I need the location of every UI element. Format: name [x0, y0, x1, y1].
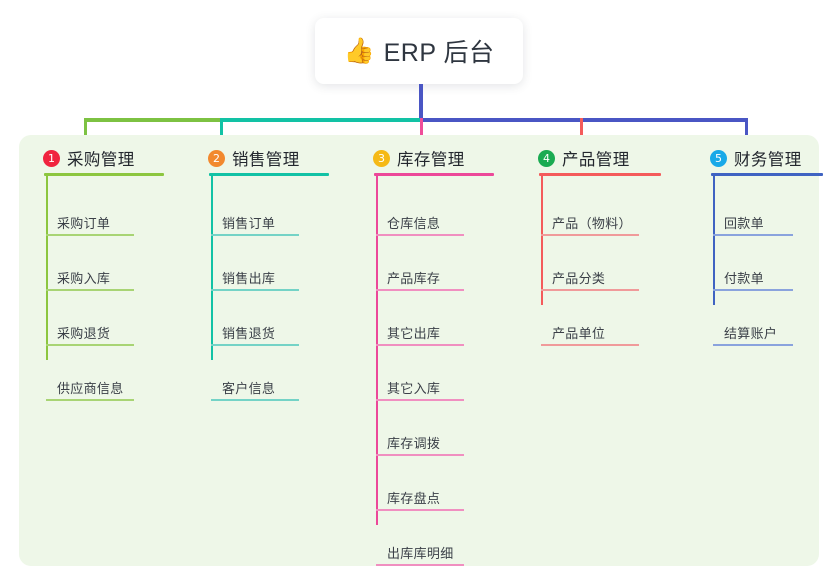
leaf-rule	[376, 344, 464, 346]
branch-title-inventory: 库存管理	[397, 151, 465, 169]
leaf-rule	[541, 234, 639, 236]
branch-badge-purchase: 1	[43, 149, 60, 167]
branch-column-sales: 2 销售管理销售订单销售出库销售退货客户信息	[190, 0, 329, 588]
leaf-label[interactable]: 回款单	[724, 216, 764, 231]
leaf-rule	[713, 289, 793, 291]
bar-teal	[220, 118, 420, 122]
leaf-label[interactable]: 其它出库	[387, 326, 441, 341]
branch-badge-product: 4	[538, 149, 555, 167]
leaf-rule	[46, 344, 134, 346]
root-node-card[interactable]: 👍 ERP 后台	[315, 18, 523, 84]
leaf-label[interactable]: 产品单位	[552, 326, 606, 341]
branch-column-inventory: 3 库存管理仓库信息产品库存其它出库其它入库库存调拨库存盘点出库库明细	[355, 0, 494, 588]
branch-header-sales[interactable]: 2 销售管理	[208, 146, 300, 170]
leaf-rule	[211, 344, 299, 346]
thumbs-up-icon: 👍	[343, 36, 375, 65]
branch-rule-sales	[209, 173, 329, 176]
leaf-label[interactable]: 付款单	[724, 271, 764, 286]
leaf-label[interactable]: 销售订单	[222, 216, 276, 231]
branch-spine-inventory	[376, 173, 378, 525]
branch-badge-inventory: 3	[373, 149, 390, 167]
leaf-rule	[376, 399, 464, 401]
leaf-rule	[376, 509, 464, 511]
leaf-label[interactable]: 结算账户	[724, 326, 778, 341]
leaf-rule	[46, 234, 134, 236]
branch-header-purchase[interactable]: 1 采购管理	[43, 146, 135, 170]
leaf-label[interactable]: 客户信息	[222, 381, 276, 396]
branch-title-purchase: 采购管理	[67, 151, 135, 169]
branch-header-inventory[interactable]: 3 库存管理	[373, 146, 465, 170]
branch-rule-product	[539, 173, 661, 176]
leaf-rule	[376, 234, 464, 236]
leaf-rule	[541, 344, 639, 346]
branch-header-product[interactable]: 4 产品管理	[538, 146, 630, 170]
leaf-rule	[376, 289, 464, 291]
leaf-rule	[713, 234, 793, 236]
branch-badge-sales: 2	[208, 149, 225, 167]
branch-column-product: 4 产品管理产品（物料） 产品分类产品单位	[520, 0, 661, 588]
branch-badge-finance: 5	[710, 149, 727, 167]
leaf-rule	[211, 399, 299, 401]
branch-title-product: 产品管理	[562, 151, 630, 169]
leaf-rule	[541, 289, 639, 291]
leaf-rule	[46, 289, 134, 291]
branch-spine-product	[541, 173, 543, 305]
leaf-rule	[713, 344, 793, 346]
leaf-label[interactable]: 产品库存	[387, 271, 441, 286]
branch-spine-finance	[713, 173, 715, 305]
leaf-rule	[376, 454, 464, 456]
leaf-rule	[376, 564, 464, 566]
branch-panel	[19, 135, 819, 566]
branch-column-finance: 5 财务管理回款单付款单结算账户	[692, 0, 823, 588]
leaf-label[interactable]: 产品（物料）	[552, 216, 632, 231]
branch-rule-finance	[711, 173, 823, 176]
leaf-label[interactable]: 供应商信息	[57, 381, 124, 396]
leaf-label[interactable]: 销售退货	[222, 326, 276, 341]
bar-green	[84, 118, 220, 122]
leaf-rule	[211, 289, 299, 291]
leaf-label[interactable]: 库存盘点	[387, 491, 441, 506]
branch-title-finance: 财务管理	[734, 151, 802, 169]
branch-title-sales: 销售管理	[232, 151, 300, 169]
leaf-label[interactable]: 产品分类	[552, 271, 606, 286]
leaf-label[interactable]: 仓库信息	[387, 216, 441, 231]
root-node-label: ERP 后台	[383, 39, 495, 67]
leaf-rule	[46, 399, 134, 401]
branch-rule-inventory	[374, 173, 494, 176]
leaf-label[interactable]: 销售出库	[222, 271, 276, 286]
leaf-label[interactable]: 采购订单	[57, 216, 111, 231]
root-node-inner: 👍 ERP 后台	[343, 33, 494, 69]
branch-rule-purchase	[44, 173, 164, 176]
leaf-rule	[211, 234, 299, 236]
branch-column-purchase: 1 采购管理采购订单采购入库采购退货供应商信息	[25, 0, 164, 588]
leaf-label[interactable]: 库存调拨	[387, 436, 441, 451]
leaf-label[interactable]: 采购退货	[57, 326, 111, 341]
branch-header-finance[interactable]: 5 财务管理	[710, 146, 802, 170]
leaf-label[interactable]: 采购入库	[57, 271, 111, 286]
leaf-label[interactable]: 其它入库	[387, 381, 441, 396]
leaf-label[interactable]: 出库库明细	[387, 546, 454, 561]
branch-spine-purchase	[46, 173, 48, 360]
branch-spine-sales	[211, 173, 213, 360]
trunk-stem	[419, 84, 423, 122]
